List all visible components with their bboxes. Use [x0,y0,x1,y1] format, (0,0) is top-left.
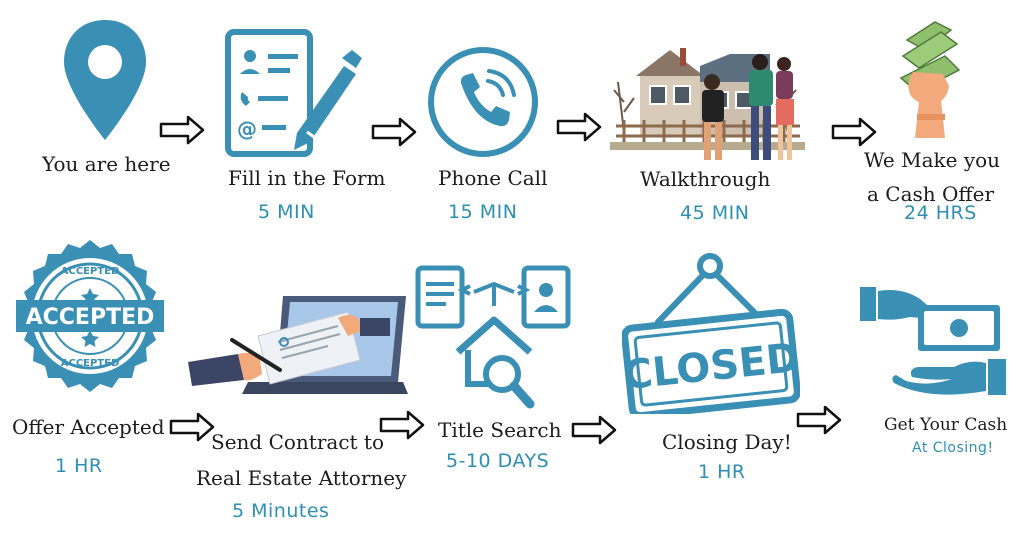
arrow-right-icon [555,112,603,142]
cash-hand-icon [895,20,965,140]
step-label-send-contract-line2: Real Estate Attorney [196,466,407,490]
step-label-get-cash: Get Your Cash [884,415,1008,435]
cash-handover-icon [858,285,1014,400]
step-time-send-contract: 5 Minutes [232,500,330,522]
arrow-right-icon [370,117,418,147]
arrow-right-icon [795,405,843,435]
step-time-closing-day: 1 HR [698,461,746,483]
step-time-title-search: 5-10 DAYS [446,450,550,472]
step-label-you-are-here: You are here [42,152,171,176]
step-time-get-cash: At Closing! [912,440,994,456]
step-label-cash-offer-line1: We Make you [864,148,1001,172]
step-time-walkthrough: 45 MIN [680,202,750,224]
step-label-closing-day: Closing Day! [662,430,792,454]
title-search-icon [414,262,574,422]
step-label-fill-form: Fill in the Form [228,166,386,190]
arrow-right-icon [168,412,216,442]
closed-sign-icon: CLOSED [622,252,800,414]
step-time-cash-offer: 24 HRS [904,202,977,224]
step-label-send-contract-line1: Send Contract to [211,430,384,454]
house-people-icon [610,42,805,164]
phone-icon [426,45,541,160]
stamp-bottom-text: ACCEPTED [61,358,120,369]
step-time-offer-accepted: 1 HR [55,455,103,477]
step-label-offer-accepted: Offer Accepted [12,415,165,439]
svg-text:@: @ [237,117,257,141]
arrow-right-icon [158,115,206,145]
contract-laptop-icon [188,290,408,405]
arrow-right-icon [378,410,426,440]
step-time-fill-form: 5 MIN [258,201,315,223]
step-time-phone-call: 15 MIN [448,201,518,223]
step-label-title-search: Title Search [438,418,562,442]
stamp-main-text: ACCEPTED [26,305,155,330]
accepted-stamp-icon: ACCEPTED ACCEPTED ACCEPTED [10,236,170,396]
form-pen-icon: @ [222,28,362,163]
stamp-top-text: ACCEPTED [61,266,120,277]
arrow-right-icon [830,117,878,147]
step-label-cash-offer-line2: a Cash Offer [867,182,995,206]
step-label-phone-call: Phone Call [438,166,548,190]
step-label-walkthrough: Walkthrough [640,167,771,191]
location-pin-icon [60,18,150,143]
arrow-right-icon [570,415,618,445]
